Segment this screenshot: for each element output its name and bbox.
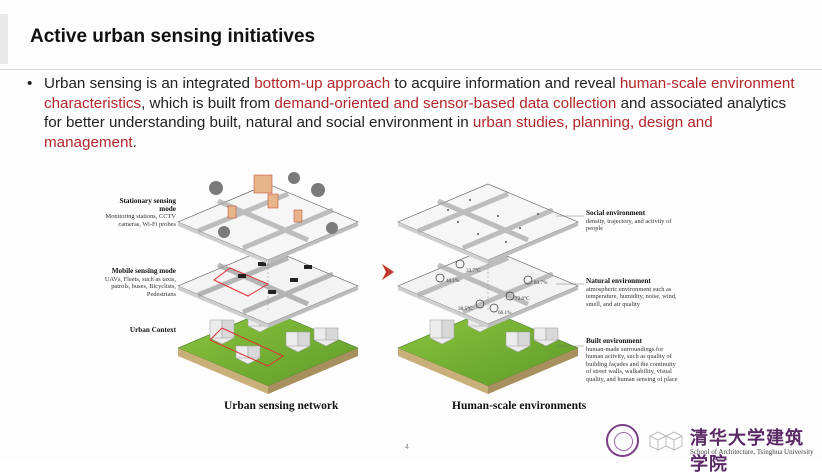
cubes-logo-icon — [648, 431, 684, 451]
accent-bar — [0, 14, 8, 64]
natural-environment-label: Natural environment atmospheric environm… — [586, 277, 678, 308]
bullet-marker: • — [27, 75, 33, 92]
bullet-segment: to acquire information and reveal — [390, 75, 620, 92]
social-environment-label: Social environment density, trajectory, … — [586, 209, 678, 233]
reading-1: 33.7°C — [466, 267, 481, 274]
left-layer-stack — [177, 172, 359, 394]
stationary-sensing-title: Stationary sensing mode — [119, 197, 176, 213]
figure: 33.7°C 40.1% 83.7% 38.5°C 72.0°C 66.1% — [105, 170, 678, 425]
highlighted-phrase: urban studies, planning, design and mana… — [44, 114, 713, 151]
reading-5: 72.0°C — [515, 295, 530, 302]
tsinghua-seal-icon — [606, 424, 639, 457]
natural-environment-desc: atmospheric environment such as temperat… — [586, 285, 677, 308]
built-environment-title: Built environment — [586, 337, 642, 345]
urban-sensing-diagram: 33.7°C 40.1% 83.7% 38.5°C 72.0°C 66.1% — [177, 172, 584, 394]
social-environment-title: Social environment — [586, 209, 646, 217]
school-name-english: School of Architecture, Tsinghua Univers… — [690, 448, 814, 456]
bullet-segment: , which is built from — [141, 94, 275, 112]
social-environment-desc: density, trajectory, and activity of peo… — [586, 217, 672, 233]
stationary-sensing-label: Stationary sensing mode Monitoring stati… — [104, 197, 176, 228]
mobile-sensing-desc: UAVs, Fleets, such as taxis, patrols, bu… — [104, 275, 176, 298]
bullet-segment: and associated analytics for better unde… — [44, 94, 787, 132]
urban-context-label: Urban Context — [104, 326, 176, 335]
mobile-sensing-label: Mobile sensing mode UAVs, Fleets, such a… — [104, 267, 176, 298]
university-logo: 清华大学建筑学院 School of Architecture, Tsinghu… — [606, 424, 816, 475]
highlighted-phrase: demand-oriented and sensor-based data co… — [274, 94, 617, 112]
built-environment-desc: human-made surroundings for human activi… — [586, 345, 678, 383]
reading-3: 83.7% — [534, 280, 548, 286]
bullet-point: • Urban sensing is an integrated bottom-… — [27, 74, 807, 152]
highlighted-phrase: human-scale environment characteristics — [44, 75, 795, 112]
left-caption: Urban sensing network — [224, 400, 339, 412]
bullet-text: Urban sensing is an integrated bottom-up… — [44, 74, 807, 152]
page-number: 4 — [405, 444, 409, 451]
bullet-segment: . — [132, 133, 137, 151]
mobile-sensing-title: Mobile sensing mode — [111, 267, 176, 275]
slide: Active urban sensing initiatives • Urban… — [0, 14, 822, 475]
arrow-right-icon — [382, 264, 394, 280]
urban-context-title: Urban Context — [129, 326, 176, 334]
reading-2: 40.1% — [446, 278, 460, 284]
right-caption: Human-scale environments — [452, 400, 587, 412]
bullet-segment: Urban sensing is an integrated — [44, 75, 255, 92]
built-environment-label: Built environment human-made surrounding… — [586, 337, 678, 383]
title-divider — [0, 69, 822, 70]
reading-6: 66.1% — [498, 310, 512, 316]
natural-environment-title: Natural environment — [586, 277, 651, 285]
slide-title: Active urban sensing initiatives — [30, 26, 316, 47]
stationary-sensing-desc: Monitoring stations, CCTV cameras, Wi-Fi… — [105, 213, 176, 228]
reading-4: 38.5°C — [458, 305, 473, 312]
highlighted-phrase: bottom-up approach — [254, 75, 391, 92]
right-layer-stack: 33.7°C 40.1% 83.7% 38.5°C 72.0°C 66.1% — [397, 183, 579, 394]
